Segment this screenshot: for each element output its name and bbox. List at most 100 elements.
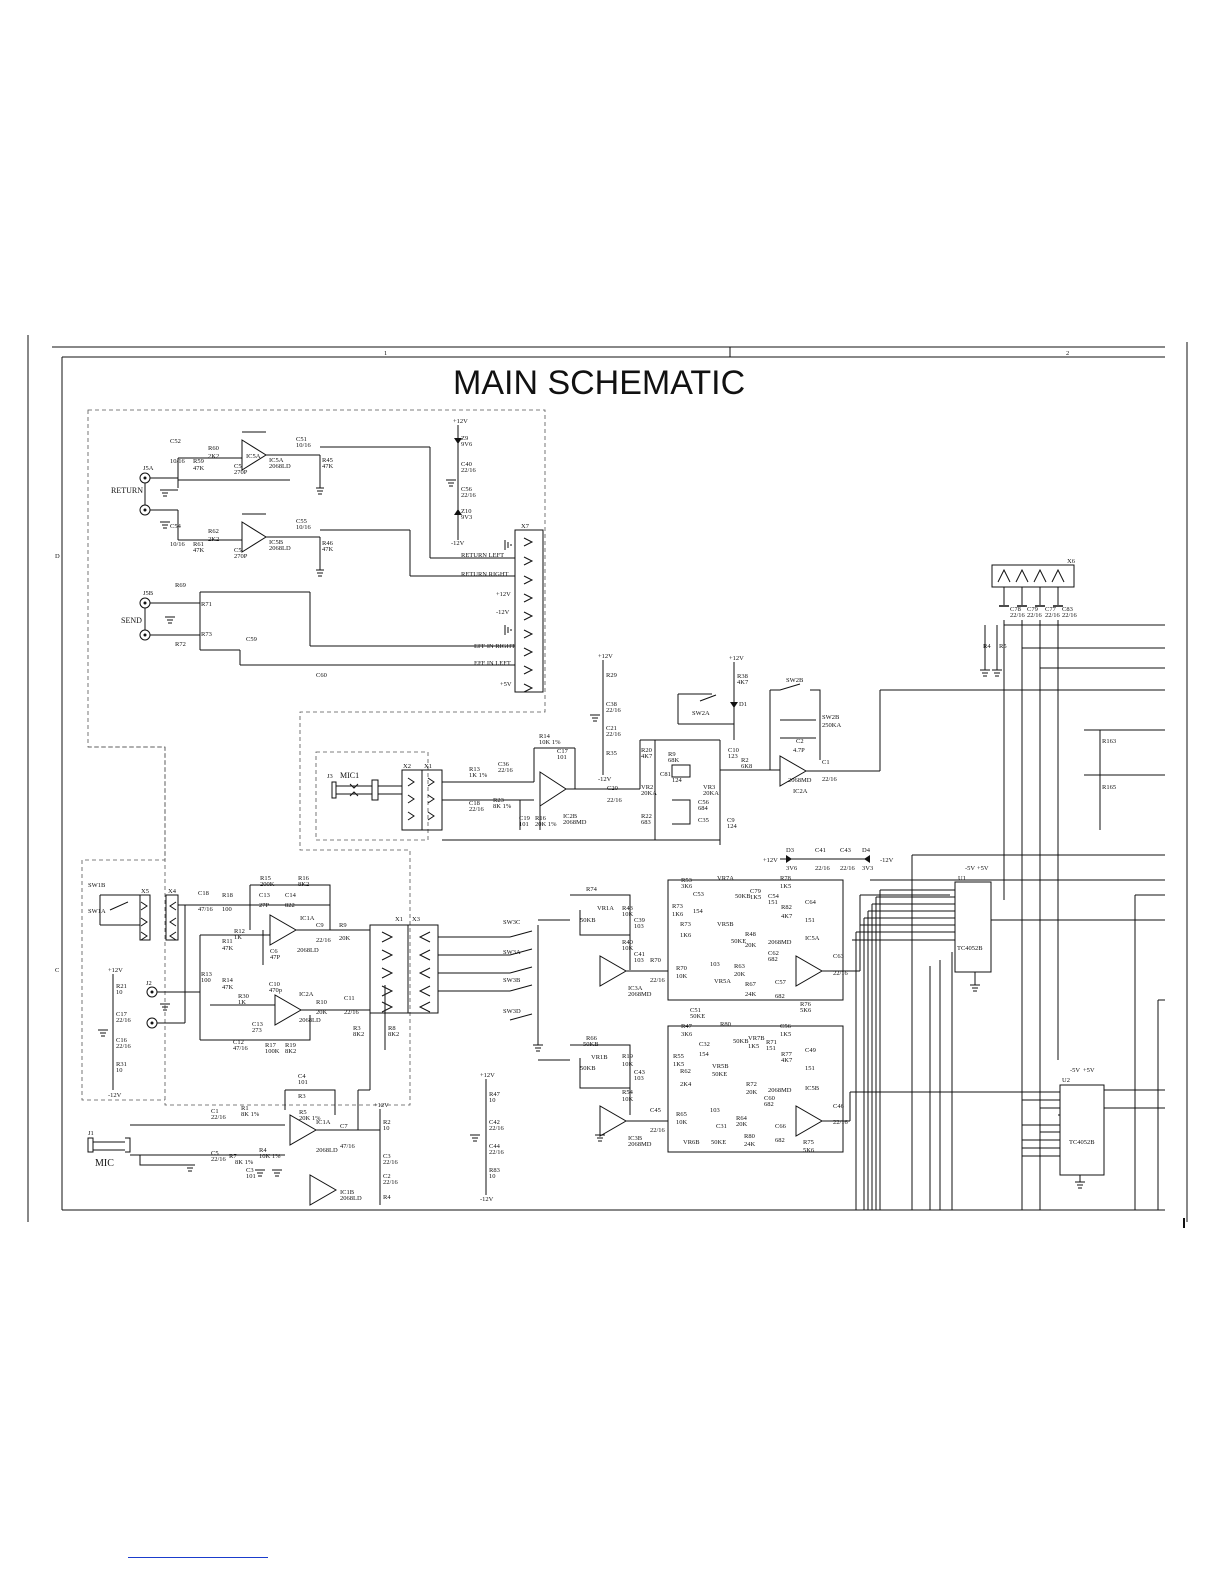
ic5a-label: IC5A — [246, 453, 261, 460]
svg-text:50KE: 50KE — [712, 1071, 727, 1078]
svg-text:151: 151 — [768, 899, 778, 906]
mic-front-section: MIC J1 C1 22/16 R1 8K 1% C5 22/16 R7 8K … — [87, 1010, 380, 1206]
svg-text:50KB: 50KB — [580, 917, 596, 924]
svg-text:VR1A: VR1A — [597, 905, 614, 912]
svg-text:3V6: 3V6 — [786, 865, 798, 872]
svg-text:20K: 20K — [316, 1009, 328, 1016]
svg-text:C31: C31 — [716, 1123, 727, 1130]
svg-text:R54: R54 — [622, 1089, 634, 1096]
svg-text:SW3B: SW3B — [503, 977, 521, 984]
svg-text:C79: C79 — [750, 888, 761, 895]
svg-text:C5: C5 — [211, 1150, 219, 1157]
j5a-label: J5A — [143, 465, 154, 472]
svg-text:10/16: 10/16 — [296, 442, 312, 449]
svg-text:22/16: 22/16 — [383, 1179, 399, 1186]
svg-text:SW2B: SW2B — [786, 677, 804, 684]
svg-text:R71: R71 — [766, 1039, 777, 1046]
svg-text:TC4052B: TC4052B — [957, 945, 983, 952]
svg-text:22/16: 22/16 — [344, 1009, 360, 1016]
svg-text:R77: R77 — [781, 1051, 793, 1058]
svg-text:R16: R16 — [535, 815, 547, 822]
svg-text:C42: C42 — [489, 1119, 500, 1126]
svg-text:C59: C59 — [246, 636, 257, 643]
svg-text:R31: R31 — [116, 1061, 127, 1068]
svg-text:VR5A: VR5A — [714, 978, 731, 985]
svg-text:20K: 20K — [745, 942, 757, 949]
svg-text:R65: R65 — [676, 1111, 687, 1118]
svg-text:+12V: +12V — [496, 591, 511, 598]
svg-text:3V3: 3V3 — [862, 865, 873, 872]
svg-text:R4: R4 — [383, 1194, 391, 1201]
svg-text:10K: 10K — [676, 973, 688, 980]
svg-text:R35: R35 — [606, 750, 617, 757]
svg-text:IC3B: IC3B — [628, 1135, 643, 1142]
svg-text:R8: R8 — [388, 1025, 396, 1032]
svg-text:D1: D1 — [739, 701, 747, 708]
svg-text:R43: R43 — [622, 905, 633, 912]
j5b-label: J5B — [143, 590, 154, 597]
svg-text:D3: D3 — [786, 847, 794, 854]
svg-text:R62: R62 — [680, 1068, 691, 1075]
svg-text:VR7B: VR7B — [748, 1035, 765, 1042]
svg-text:103: 103 — [634, 957, 644, 964]
eq-lower-block: R66 50KB VR1B 50KB R19 10K C43 103 R54 1… — [570, 1021, 1060, 1154]
svg-text:154: 154 — [693, 908, 704, 915]
svg-text:C54: C54 — [768, 893, 780, 900]
svg-text:22/16: 22/16 — [833, 970, 849, 977]
svg-text:10: 10 — [383, 1125, 390, 1132]
svg-text:C18: C18 — [469, 800, 480, 807]
mic-pre-section: MIC1 J3 X2 X1 R13 1K 1% C36 22/16 R14 10… — [327, 653, 1165, 872]
svg-text:C13: C13 — [252, 1021, 263, 1028]
svg-text:C53: C53 — [234, 463, 245, 470]
svg-text:+12V: +12V — [598, 653, 613, 660]
return-jack-label: RETURN — [111, 486, 143, 495]
svg-text:SW3D: SW3D — [503, 1008, 521, 1015]
section-outlines — [81, 409, 546, 1106]
svg-text:R5: R5 — [299, 1109, 307, 1116]
svg-text:C11: C11 — [344, 995, 355, 1002]
svg-text:1K5: 1K5 — [673, 1061, 684, 1068]
svg-text:C16: C16 — [116, 1037, 128, 1044]
svg-text:151: 151 — [766, 1045, 776, 1052]
footer-rule — [128, 1557, 268, 1558]
svg-text:4K7: 4K7 — [641, 753, 653, 760]
svg-text:22/16: 22/16 — [1027, 612, 1043, 619]
svg-text:22/16: 22/16 — [650, 1127, 666, 1134]
svg-text:EFF IN LEFT: EFF IN LEFT — [474, 660, 511, 667]
svg-text:C7: C7 — [340, 1123, 348, 1130]
svg-text:R17: R17 — [265, 1042, 277, 1049]
svg-text:10K: 10K — [622, 1061, 634, 1068]
svg-text:C9: C9 — [316, 922, 324, 929]
svg-text:22/16: 22/16 — [211, 1114, 227, 1121]
svg-text:8K 1%: 8K 1% — [241, 1111, 260, 1118]
svg-text:R13: R13 — [469, 766, 480, 773]
svg-text:R29: R29 — [606, 672, 617, 679]
svg-text:R2: R2 — [383, 1119, 391, 1126]
svg-text:X5: X5 — [141, 888, 149, 895]
svg-text:R83: R83 — [489, 1167, 500, 1174]
svg-text:C40: C40 — [461, 461, 472, 468]
svg-text:R1: R1 — [241, 1105, 249, 1112]
svg-text:C6: C6 — [270, 948, 278, 955]
svg-text:270P: 270P — [234, 553, 248, 560]
svg-text:C12: C12 — [233, 1039, 244, 1046]
svg-text:50KE: 50KE — [690, 1013, 705, 1020]
svg-text:VR5B: VR5B — [712, 1063, 729, 1070]
svg-text:R66: R66 — [586, 1035, 598, 1042]
svg-text:R76: R76 — [800, 1001, 812, 1008]
svg-text:-12V: -12V — [496, 609, 510, 616]
svg-text:SW3A: SW3A — [503, 949, 521, 956]
svg-text:R70: R70 — [676, 965, 687, 972]
svg-text:X3: X3 — [412, 916, 420, 923]
svg-text:C83: C83 — [1062, 606, 1073, 613]
svg-text:R72: R72 — [175, 641, 186, 648]
svg-text:R22: R22 — [641, 813, 652, 820]
svg-text:151: 151 — [805, 917, 815, 924]
svg-text:270P: 270P — [234, 469, 248, 476]
svg-text:C32: C32 — [699, 1041, 710, 1048]
svg-text:100K: 100K — [265, 1048, 280, 1055]
svg-text:5K6: 5K6 — [800, 1007, 812, 1014]
svg-text:C62: C62 — [768, 950, 779, 957]
svg-text:22/16: 22/16 — [606, 731, 622, 738]
mic1-jack-label: MIC1 — [340, 771, 359, 780]
